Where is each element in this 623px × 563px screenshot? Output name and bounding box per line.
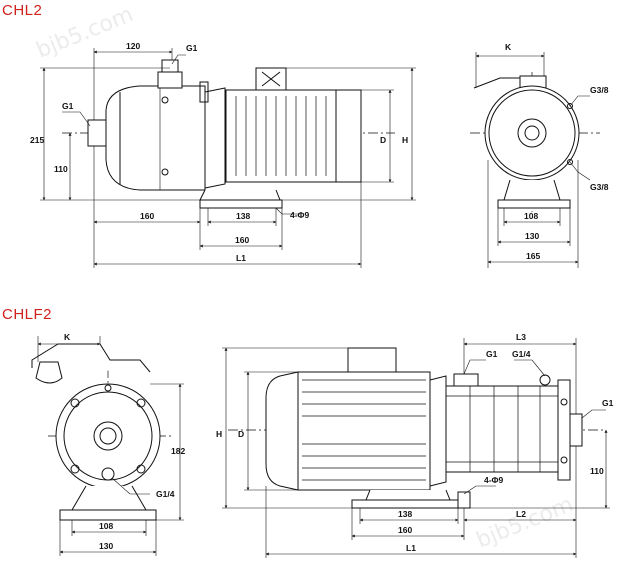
dim-160-label: 160	[398, 525, 412, 535]
h-label: H	[216, 429, 222, 439]
dim-165-label: 165	[526, 251, 540, 261]
dim-160-base-label: 160	[235, 235, 249, 245]
chl2-front-labels: 120 G1 G1 215 110 D H 160 138 4-Φ9 160 L…	[30, 41, 408, 263]
d-label: D	[380, 135, 386, 145]
chlf2-front-dimensions	[222, 338, 610, 558]
chl2-front-view	[62, 59, 395, 209]
g1-top-label: G1	[186, 43, 198, 53]
g38-top-label: G3/8	[590, 85, 609, 95]
dim-120-label: 120	[126, 41, 140, 51]
g1-right-label: G1	[602, 398, 614, 408]
dim-108-label: 108	[99, 521, 113, 531]
chlf2-side-labels: K 182 G1/4 108 130	[64, 332, 185, 551]
chl2-side-dimensions	[475, 52, 591, 268]
chl2-side-labels: K G3/8 G3/8 108 130 165	[505, 42, 609, 261]
chlf2-side-dimensions	[37, 336, 184, 556]
holes-label: 4-Φ9	[290, 210, 310, 220]
chlf2-title: CHLF2	[2, 306, 53, 323]
l2-label: L2	[516, 509, 526, 519]
dim-182-label: 182	[171, 446, 185, 456]
dim-160-left-label: 160	[140, 211, 154, 221]
dim-138-label: 138	[398, 509, 412, 519]
l1-label: L1	[236, 253, 246, 263]
chl2-front-dimensions	[40, 48, 416, 268]
g14-label: G1/4	[156, 489, 175, 499]
dim-110-label: 110	[590, 466, 604, 476]
chlf2-side-view	[31, 343, 172, 521]
chl2-side-view	[470, 72, 600, 212]
dim-130-label: 130	[525, 231, 539, 241]
g14-label: G1/4	[512, 349, 531, 359]
watermark: bjb5.com	[33, 2, 137, 63]
dim-138-label: 138	[236, 211, 250, 221]
dim-108-label: 108	[524, 211, 538, 221]
dim-215-label: 215	[30, 135, 44, 145]
l3-label: L3	[516, 332, 526, 342]
chlf2-front-labels: L3 G1 G1/4 G1 H D 110 4-Φ9 138 L2 160 L1	[216, 332, 614, 553]
k-label: K	[64, 332, 71, 342]
k-label: K	[505, 42, 512, 52]
l1-label: L1	[406, 543, 416, 553]
d-label: D	[238, 429, 244, 439]
holes-label: 4-Φ9	[484, 475, 504, 485]
chlf2-front-view	[228, 347, 605, 509]
dim-130-label: 130	[99, 541, 113, 551]
g1-left-label: G1	[62, 101, 74, 111]
h-label: H	[402, 135, 408, 145]
dim-110-label: 110	[54, 164, 68, 174]
g1-top-label: G1	[486, 349, 498, 359]
watermark: bjb5.com	[473, 492, 577, 553]
g38-bottom-label: G3/8	[590, 182, 609, 192]
chl2-title: CHL2	[2, 2, 43, 19]
